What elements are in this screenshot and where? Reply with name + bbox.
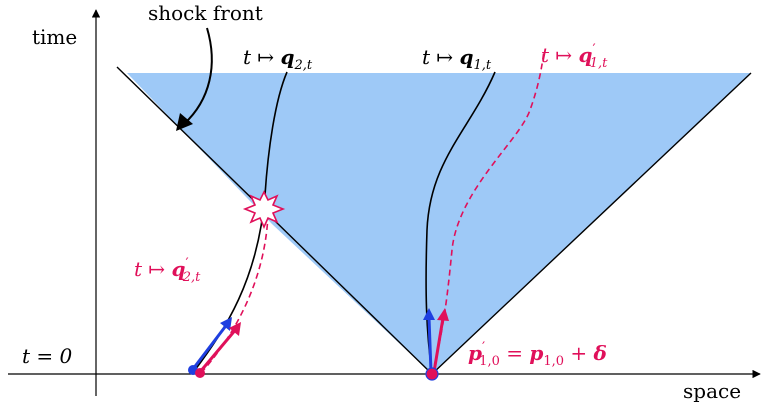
trajectory-q2-prime (200, 214, 269, 374)
shock-front-right-line (431, 72, 752, 375)
particle-q1-start (425, 367, 439, 381)
trajectory-q1 (425, 71, 496, 375)
momentum-arrowhead-q1 (423, 308, 435, 320)
time-axis-label: time (32, 25, 77, 49)
shock-front-arrow (183, 27, 213, 125)
shock-front-arrowhead (176, 113, 193, 131)
label-q1-prime: t ↦ q′1,t (541, 42, 608, 71)
cone-region (127, 73, 751, 374)
momentum-arrow-q2 (191, 322, 230, 370)
perturbation-equation: p′1,0 = p1,0 + δ (468, 340, 607, 369)
shock-front-label: shock front (148, 1, 263, 25)
label-q2: t ↦ q2,t (243, 45, 313, 73)
particle-q2-prime-start (195, 368, 205, 378)
collision-burst-icon (242, 190, 286, 229)
momentum-arrowhead-q1-prime (437, 308, 449, 321)
momentum-arrowhead-q2 (220, 317, 232, 331)
label-q2-prime: t ↦ q′2,t (134, 256, 201, 285)
label-q1: t ↦ q1,t (422, 45, 492, 73)
space-axis-label: space (683, 379, 741, 403)
momentum-arrow-q2-prime (198, 327, 239, 373)
t0-label: t = 0 (22, 344, 73, 368)
momentum-arrow-q1 (427, 317, 433, 373)
momentum-arrowhead-q2-prime (229, 322, 241, 336)
momentum-arrow-q1-prime (432, 317, 445, 373)
